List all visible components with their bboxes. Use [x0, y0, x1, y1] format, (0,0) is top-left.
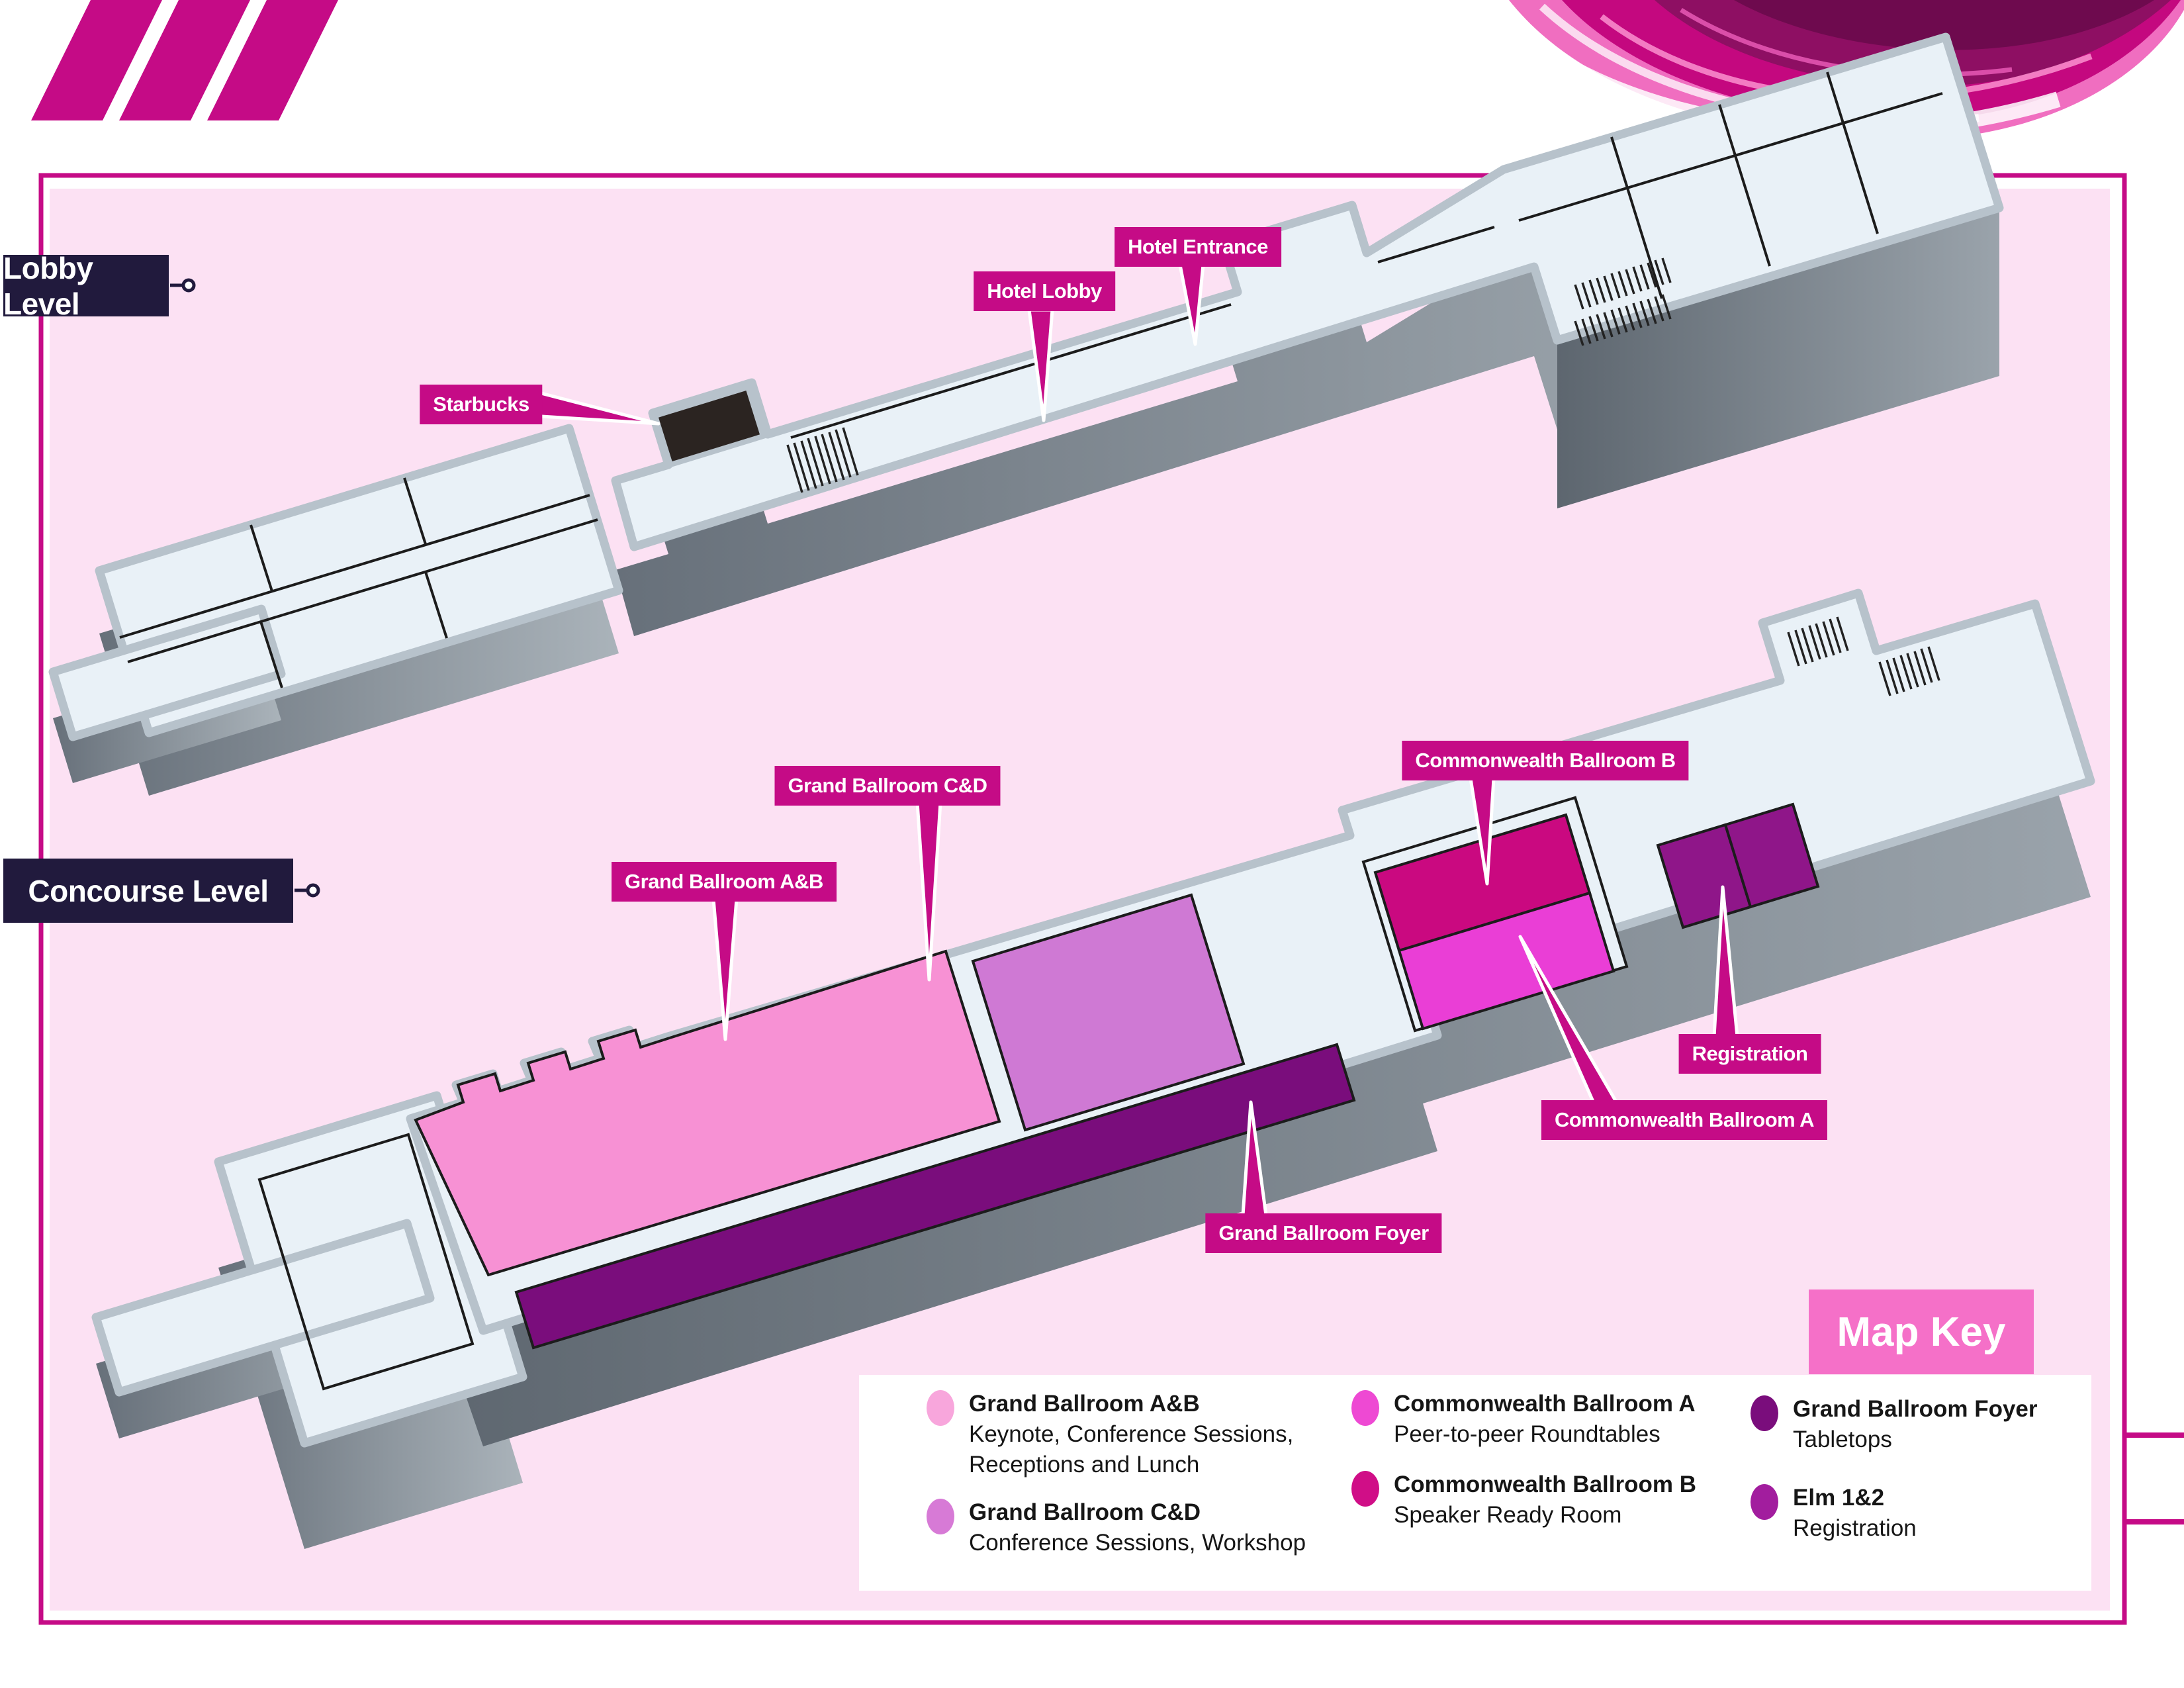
legend-grand-ballroom-cd: Grand Ballroom C&D Conference Sessions, …	[927, 1497, 1306, 1558]
legend-name: Commonwealth Ballroom B	[1394, 1472, 1696, 1497]
legend-desc: Keynote, Conference Sessions, Receptions…	[969, 1421, 1294, 1477]
lobby-level-tag: Lobby Level	[3, 251, 169, 321]
legend-name: Grand Ballroom A&B	[969, 1391, 1200, 1417]
hotel-entrance-label: Hotel Entrance	[1115, 227, 1281, 267]
commonwealth-ballroom-a-room	[1397, 891, 1615, 1031]
legend-elm-registration: Elm 1&2 Registration	[1751, 1483, 1917, 1544]
legend-commonwealth-b: Commonwealth Ballroom B Speaker Ready Ro…	[1351, 1470, 1696, 1530]
left-block-room-outline	[257, 1133, 475, 1391]
room-divider	[259, 621, 283, 688]
legend-desc: Registration	[1793, 1515, 1917, 1541]
legend-desc: Tabletops	[1793, 1427, 1892, 1452]
legend-dot-icon	[1351, 1390, 1379, 1426]
lobby-hall-wall	[790, 303, 1232, 439]
stairs-hatch-concourse	[1787, 616, 1940, 696]
elm-2-room	[1723, 802, 1820, 909]
stairs-hatch-lobby	[786, 427, 859, 493]
legend-desc: Peer-to-peer Roundtables	[1394, 1421, 1661, 1447]
legend-grand-ballroom-foyer: Grand Ballroom Foyer Tabletops	[1751, 1394, 2038, 1455]
commonwealth-b-label: Commonwealth Ballroom B	[1402, 741, 1689, 780]
lobby-corridor-wall-1	[119, 494, 590, 639]
panel-side-ticks	[2124, 1432, 2184, 1524]
map-key-title: Map Key	[1809, 1289, 2034, 1374]
legend-dot-icon	[927, 1390, 954, 1426]
map-key-panel	[859, 1375, 2091, 1591]
grand-ballroom-cd-label: Grand Ballroom C&D	[774, 766, 1001, 806]
brand-slashes-logo	[31, 0, 338, 120]
lobby-wing-extrusion	[1557, 208, 1999, 508]
escalator-hatch-upper	[1574, 258, 1672, 346]
grand-ballroom-foyer-label: Grand Ballroom Foyer	[1205, 1213, 1442, 1253]
room-divider	[424, 571, 448, 639]
legend-commonwealth-a: Commonwealth Ballroom A Peer-to-peer Rou…	[1351, 1389, 1696, 1450]
starbucks-room	[651, 384, 767, 468]
concourse-sliver-strip	[91, 1219, 435, 1397]
room-divider	[250, 524, 273, 592]
lobby-level-floorplan	[48, 32, 2004, 796]
grand-ballroom-cd-room	[971, 893, 1246, 1132]
room-divider	[1610, 136, 1663, 299]
legend-dot-icon	[1351, 1471, 1379, 1507]
legend-dot-icon	[1751, 1484, 1778, 1520]
concourse-level-tag: Concourse Level	[3, 859, 293, 923]
lobby-sliver-strip	[48, 604, 286, 741]
registration-label: Registration	[1678, 1034, 1821, 1074]
legend-name: Elm 1&2	[1793, 1485, 1885, 1511]
lobby-main-corridor	[611, 32, 2004, 551]
legend-desc: Conference Sessions, Workshop	[969, 1530, 1306, 1556]
room-divider	[403, 477, 427, 545]
grand-ballroom-ab-label: Grand Ballroom A&B	[612, 862, 837, 902]
legend-name: Commonwealth Ballroom A	[1394, 1391, 1696, 1417]
legend-dot-icon	[1751, 1395, 1778, 1431]
legend-name: Grand Ballroom C&D	[969, 1499, 1201, 1525]
starbucks-label: Starbucks	[420, 385, 543, 424]
lobby-corridor-wall-2	[127, 518, 598, 663]
wing-corridor-wall	[1518, 92, 1943, 222]
legend-dot-icon	[927, 1499, 954, 1534]
room-divider	[1718, 104, 1771, 267]
grand-ballroom-foyer-room	[514, 1043, 1356, 1350]
entrance-wall	[1377, 226, 1495, 263]
commonwealth-a-label: Commonwealth Ballroom A	[1541, 1100, 1828, 1140]
legend-desc: Speaker Ready Room	[1394, 1502, 1622, 1528]
callout-tails	[529, 263, 1739, 1217]
legend-name: Grand Ballroom Foyer	[1793, 1396, 2038, 1422]
room-divider	[1826, 71, 1879, 234]
level-label-connectors	[170, 278, 320, 898]
legend-grand-ballroom-ab: Grand Ballroom A&B Keynote, Conference S…	[927, 1389, 1293, 1480]
hotel-lobby-label: Hotel Lobby	[974, 271, 1115, 311]
grand-ballroom-ab-room	[414, 949, 1001, 1277]
